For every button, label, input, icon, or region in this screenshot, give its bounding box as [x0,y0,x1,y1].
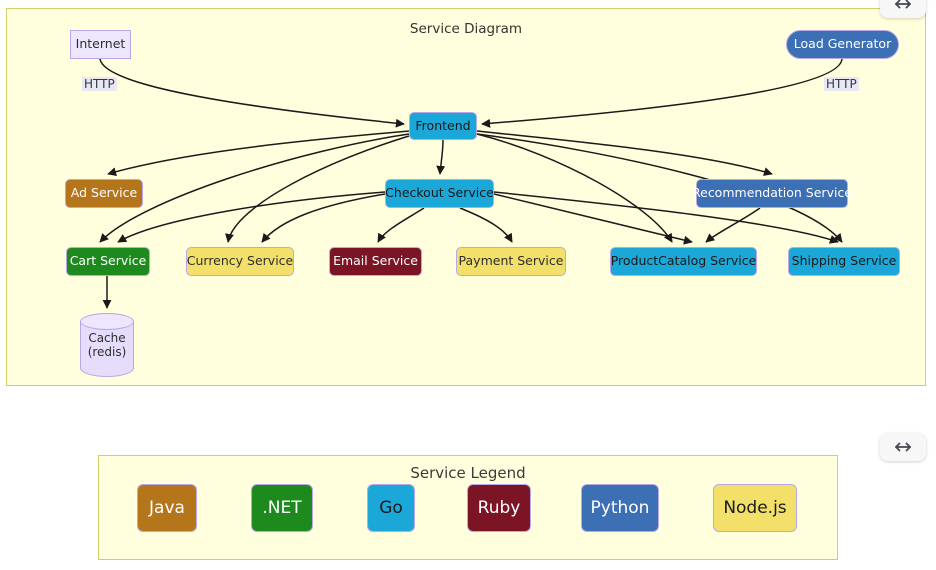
legend-chip-java[interactable]: Java [137,484,197,532]
legend-chip-python[interactable]: Python [581,484,659,532]
legend-chip-label: Python [590,498,650,518]
legend-chip-ruby[interactable]: Ruby [467,484,531,532]
resize-horizontal-icon [895,442,911,452]
node-currency[interactable]: Currency Service [186,247,294,276]
diagram-title: Service Diagram [409,21,523,37]
node-label: Payment Service [458,253,564,269]
node-label: Ad Service [70,185,138,201]
node-internet[interactable]: Internet [70,30,131,59]
node-cache[interactable]: Cache(redis) [80,313,134,377]
legend-chip-go[interactable]: Go [367,484,415,532]
node-label: Frontend [415,117,471,133]
diagram-resize-handle[interactable] [880,0,926,18]
node-label: Cache(redis) [87,331,127,359]
legend-chip-label: Java [149,498,185,518]
legend-chip-label: .NET [262,498,302,518]
resize-horizontal-icon [895,0,911,9]
node-label: Load Generator [793,36,892,52]
node-label: Currency Service [186,253,294,269]
node-checkout[interactable]: Checkout Service [385,179,494,208]
node-label: Cart Service [69,253,147,269]
legend-chip-label: Go [379,498,403,518]
node-productcatalog[interactable]: ProductCatalog Service [610,247,757,276]
node-frontend[interactable]: Frontend [409,112,477,140]
legend-chip-label: Ruby [477,498,521,518]
node-loadgen[interactable]: Load Generator [786,30,899,59]
node-recommendation[interactable]: Recommendation Service [692,179,852,208]
node-label: Recommendation Service [692,185,853,201]
node-label: Shipping Service [791,253,897,269]
node-label: ProductCatalog Service [610,253,757,269]
service-legend-panel: Service Legend Java .NET Go Ruby Python Node.… [98,455,838,560]
edge-label-http: HTTP [824,77,859,91]
legend-title: Service Legend [410,464,526,482]
node-adservice[interactable]: Ad Service [65,179,143,208]
cylinder-top-ellipse [80,313,134,330]
node-label: Checkout Service [385,185,494,201]
node-label: Email Service [333,253,418,269]
node-payment[interactable]: Payment Service [456,247,566,276]
node-shipping[interactable]: Shipping Service [788,247,900,276]
node-cart[interactable]: Cart Service [66,247,150,276]
legend-resize-handle[interactable] [880,433,926,461]
legend-chip-node-js[interactable]: Node.js [713,484,797,532]
legend-chip-label: Node.js [723,498,787,518]
node-label: Internet [75,36,126,52]
edge-label-http: HTTP [82,77,117,91]
legend-chip--net[interactable]: .NET [251,484,313,532]
node-email[interactable]: Email Service [329,247,422,276]
